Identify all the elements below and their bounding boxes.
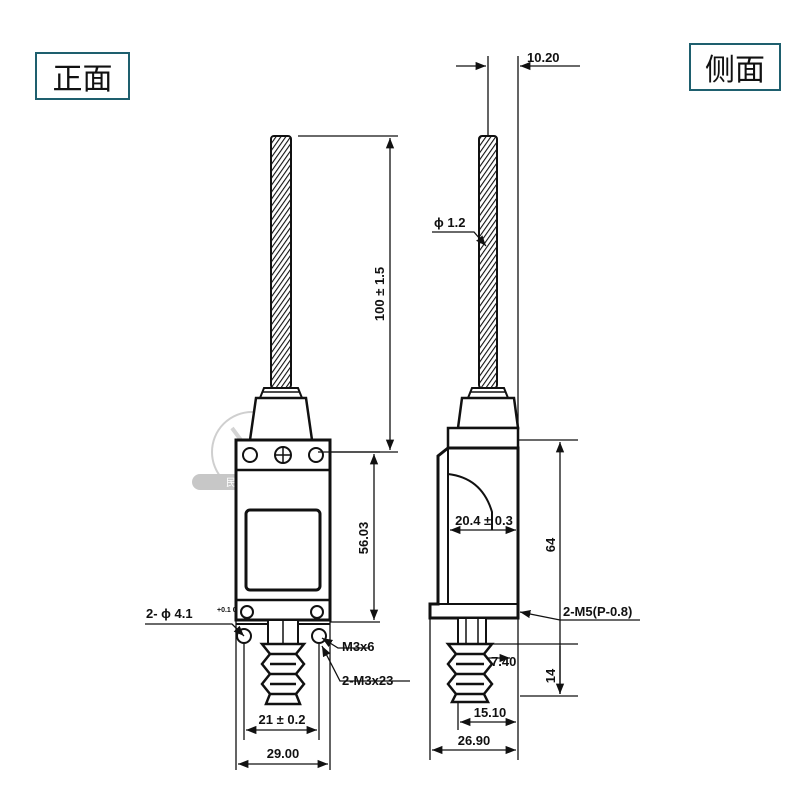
side-body xyxy=(446,426,520,450)
front-rod xyxy=(270,135,292,389)
front-body xyxy=(234,438,332,622)
mount-thread-label: 2-M5(P-0.8) xyxy=(563,604,632,619)
spring-width-label: 7.40 xyxy=(491,654,516,669)
spring-height-label: 14 xyxy=(543,668,558,683)
side-width-label: 26.90 xyxy=(458,733,491,748)
front-dimension-labels: 100 ± 1.5 56.03 2- ϕ 4.1 +0.1 0 M3x6 2-M… xyxy=(146,267,393,761)
side-inner-label: 20.4 ± 0.3 xyxy=(455,513,513,528)
front-collar xyxy=(258,387,304,399)
side-cap xyxy=(456,396,520,430)
front-dimensions xyxy=(145,135,410,770)
front-window xyxy=(244,508,322,592)
hole-spacing-label: 21 ± 0.2 xyxy=(259,712,306,727)
screw-m3x23-label: 2-M3x23 xyxy=(342,673,393,688)
side-height-label: 64 xyxy=(543,537,558,552)
hole-tolerance-label: +0.1 0 xyxy=(217,607,237,614)
front-bellows xyxy=(259,642,307,706)
rod-length-label: 100 ± 1.5 xyxy=(372,267,387,321)
side-housing xyxy=(428,446,520,620)
side-bellows xyxy=(445,642,495,704)
front-cap xyxy=(248,396,314,442)
screw-m3x6-label: M3x6 xyxy=(342,639,375,654)
hole-diameter-label: 2- ϕ 4.1 xyxy=(146,606,193,621)
rod-offset-label: 10.20 xyxy=(527,50,560,65)
rod-diameter-label: ϕ 1.2 xyxy=(434,215,465,230)
front-width-label: 29.00 xyxy=(267,746,300,761)
body-height-label: 56.03 xyxy=(356,522,371,555)
side-view-label: 侧面 xyxy=(689,43,781,91)
front-view xyxy=(234,135,332,706)
side-rod xyxy=(478,135,498,389)
front-view-label: 正面 xyxy=(35,52,130,100)
base-offset-label: 15.10 xyxy=(474,705,507,720)
side-view xyxy=(428,135,520,704)
side-dimension-labels: 10.20 ϕ 1.2 20.4 ± 0.3 64 2-M5(P-0.8) 7.… xyxy=(434,50,632,748)
side-dimensions xyxy=(429,56,640,760)
